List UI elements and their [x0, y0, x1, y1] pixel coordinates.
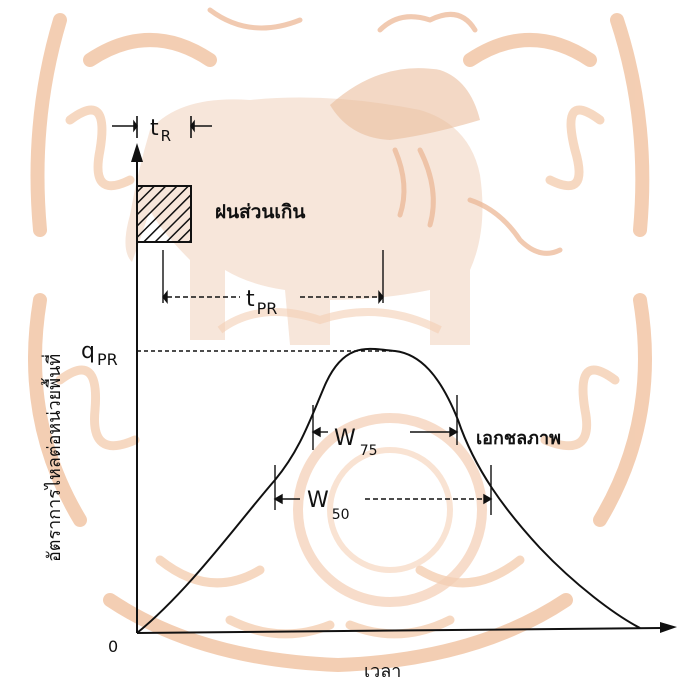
y-axis-label: อัตราการไหลต่อหน่วยพื้นที่ — [41, 354, 65, 562]
w50-dimension — [273, 465, 493, 515]
unit-hydrograph-curve — [136, 347, 641, 634]
x-axis-label: เวลา — [364, 661, 401, 682]
w75-dimension — [311, 395, 459, 450]
x-axis-arrowhead — [660, 622, 677, 633]
t-pr-dimension — [162, 250, 384, 304]
x-axis-line — [136, 627, 663, 634]
elephant-seal-watermark — [28, 7, 652, 672]
excess-rainfall-block — [136, 185, 192, 243]
origin-label: 0 — [108, 637, 118, 656]
w50-label: W50 — [307, 488, 350, 523]
y-axis-arrowhead — [131, 143, 143, 162]
hydrograph-label: เอกชลภาพ — [476, 428, 561, 449]
t-r-dimension — [112, 116, 212, 138]
excess-rainfall-label: ฝนส่วนเกิน — [215, 201, 305, 223]
